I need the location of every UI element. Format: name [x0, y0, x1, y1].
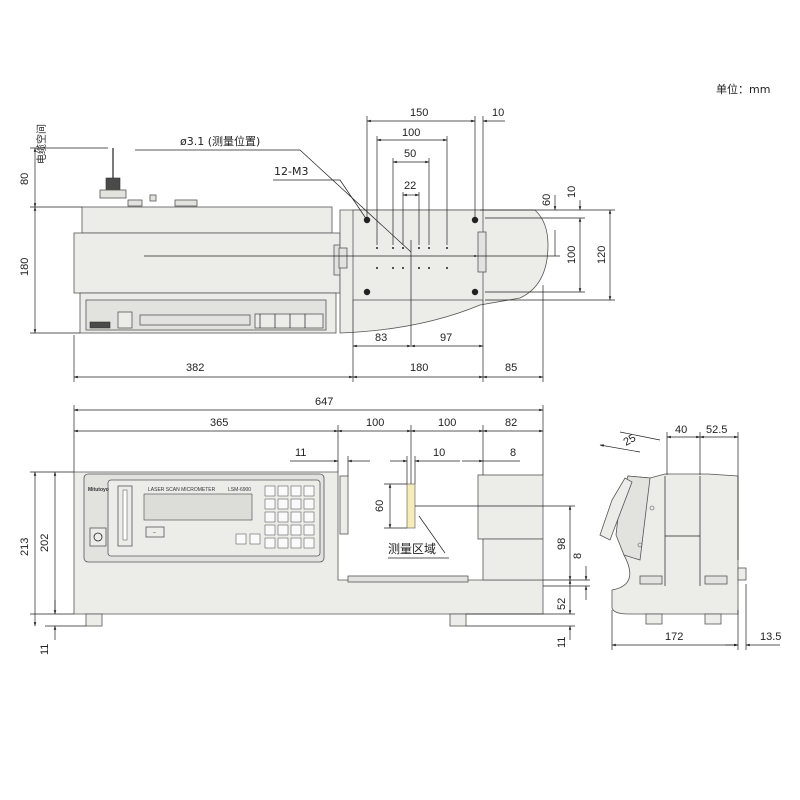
- brand-label: Mitutoyo: [88, 487, 109, 493]
- dim-front-11: 11: [295, 447, 306, 459]
- dim-top-50: 50: [404, 148, 416, 160]
- dim-side-52-5: 52.5: [706, 424, 727, 436]
- dim-front-100b: 100: [438, 417, 456, 429]
- dim-left-80: 80: [19, 173, 31, 185]
- dim-left-180: 180: [19, 258, 31, 276]
- dim-bottom-83: 83: [375, 332, 387, 344]
- dim-front-100a: 100: [366, 417, 384, 429]
- front-view: Mitutoyo LASER SCAN MICROMETER LSM-6900 …: [19, 396, 590, 655]
- dim-front-82: 82: [505, 417, 517, 429]
- dim-front-60: 60: [374, 500, 386, 512]
- panel-title: LASER SCAN MICROMETER: [148, 487, 216, 493]
- dim-right-60: 60: [541, 194, 553, 206]
- display-screen: [143, 493, 253, 521]
- dim-front-8: 8: [510, 447, 516, 459]
- dim-front-52: 52: [556, 598, 568, 610]
- dim-side-25: 25: [622, 432, 639, 449]
- side-view: 25 40 52.5 172 13.5: [599, 424, 781, 650]
- dim-bottom-85: 85: [505, 362, 517, 374]
- dim-bottom-97: 97: [440, 332, 452, 344]
- dim-front-11-right: 11: [556, 637, 568, 648]
- dim-front-98: 98: [556, 538, 568, 550]
- model-label: LSM-6900: [228, 487, 251, 493]
- screw-callout: 12-M3: [274, 165, 308, 178]
- dim-bottom-382: 382: [186, 362, 204, 374]
- controller-housing-top: [81, 206, 333, 234]
- unit-label: 单位：mm: [716, 82, 770, 96]
- measuring-area-label: 测量区域: [388, 542, 436, 556]
- top-view: ø3.1 (测量位置) 12-M3 150 100 50 22 10: [19, 107, 615, 382]
- dim-side-40: 40: [675, 424, 687, 436]
- dim-side-172: 172: [665, 631, 683, 643]
- dim-front-213: 213: [19, 538, 31, 556]
- dim-front-11-left: 11: [39, 644, 51, 655]
- cable-connector: [105, 177, 121, 191]
- dim-right-100: 100: [566, 246, 578, 264]
- receiver-head: [477, 474, 544, 540]
- mounting-plate: [352, 209, 484, 301]
- dim-front-202: 202: [39, 534, 51, 552]
- dim-top-10: 10: [492, 107, 504, 119]
- power-button: [89, 527, 107, 547]
- dim-top-22: 22: [404, 180, 416, 192]
- cable-space-label: 电缆空间: [35, 124, 48, 164]
- dim-front-647: 647: [315, 396, 333, 408]
- svg-text:–: –: [153, 530, 156, 536]
- dim-right-120: 120: [596, 246, 608, 264]
- aperture-callout: ø3.1 (测量位置): [180, 134, 260, 148]
- dim-top-150: 150: [410, 107, 428, 119]
- dim-side-13-5: 13.5: [760, 631, 781, 643]
- dim-front-10: 10: [433, 447, 445, 459]
- dim-right-10: 10: [566, 186, 578, 198]
- dim-front-8-right: 8: [572, 553, 584, 559]
- controller-housing: [73, 232, 341, 294]
- dim-bottom-180: 180: [410, 362, 428, 374]
- dim-front-365: 365: [210, 417, 228, 429]
- measuring-area: [406, 483, 416, 529]
- keypad: [235, 485, 315, 549]
- dim-top-100: 100: [402, 127, 420, 139]
